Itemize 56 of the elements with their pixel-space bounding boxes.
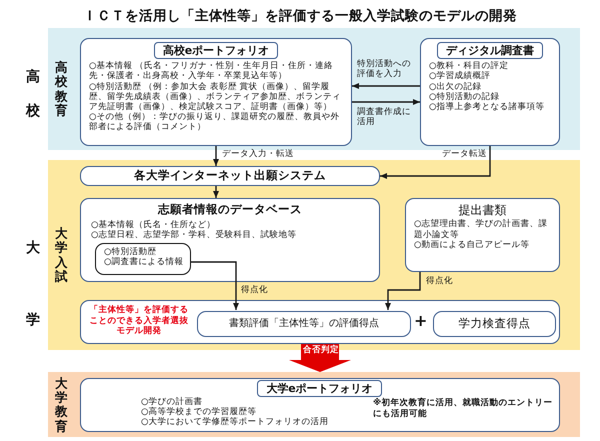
- list-item: ○基本情報（氏名・住所など）: [91, 220, 216, 230]
- edge-label: データ入力・転送: [222, 150, 294, 160]
- list-item: ○学びの計画書: [141, 397, 202, 407]
- list-item: ○特別活動歴 （例：参加大会 表彰歴 賞状（画像）、留学履歴、留学先成績表（画像）、ボランティア参加歴、ボランティア先証明書（画像）、検定試験スコア、証明書（画像）等）: [89, 82, 342, 112]
- list-item: ○調査書による情報: [104, 257, 184, 268]
- arrow: [213, 186, 219, 198]
- side-label: 大学: [26, 239, 40, 330]
- panel-text: 「主体性等」を評価することのできる入学者選抜モデル開発: [88, 305, 190, 337]
- heading-text: 提出書類: [458, 203, 506, 218]
- list-item: ○特別活動の記録: [429, 92, 500, 102]
- arrow: [352, 99, 420, 105]
- block-arrow: [289, 344, 351, 372]
- list-item: ○動画による自己アピール等: [414, 240, 530, 250]
- list-item: ○志望日程、志望学部・学科、受験科目、試験地等: [91, 230, 296, 240]
- heading-tab: ディジタル調査書: [437, 42, 543, 60]
- rounded-box: [80, 378, 560, 432]
- edge-label: 得点化: [241, 286, 268, 296]
- list-item: ○教科・科目の評定: [429, 61, 508, 72]
- title: ＩＣＴを活用し「主体性等」を評価する一般入学試験のモデルの開発: [83, 8, 517, 24]
- arrow: [352, 83, 420, 89]
- list-item: ○指導上参考となる諸事項等: [429, 102, 544, 112]
- rounded-panel: [80, 300, 560, 344]
- list-item: ○大学において学修歴等ポートフォリオの活用: [141, 417, 328, 428]
- list-item: ○志望理由書、学びの計画書、課題小論文等: [414, 219, 548, 240]
- edge-label: 得点化: [426, 277, 453, 287]
- note-text: ※初年次教育に活用、就職活動のエントリーにも活用可能: [373, 398, 553, 420]
- edge-label: データ転送: [442, 150, 487, 160]
- list-item: ○特別活動歴: [104, 247, 156, 257]
- list-item: ○出欠の記録: [429, 82, 482, 92]
- heading-text: 志願者情報のデータベース: [158, 203, 302, 217]
- arrow: [190, 261, 239, 310]
- list-item: ○高等学校までの学習履歴等: [141, 407, 256, 418]
- rounded-box: [80, 38, 352, 146]
- rounded-box: 書類評価「主体性等」の評価得点: [197, 311, 411, 337]
- band-label: 大学入試: [55, 226, 68, 284]
- edge-label: 合否判定: [303, 346, 339, 356]
- rounded-box: 学力検査得点: [433, 311, 556, 337]
- rounded-box: [80, 198, 380, 282]
- arrow: [385, 272, 421, 310]
- side-label: 高校: [26, 68, 40, 121]
- rounded-box: [95, 243, 191, 275]
- plus-sign: +: [414, 312, 428, 330]
- arrow: [380, 146, 491, 179]
- heading-tab: 高校eポートフォリオ: [154, 42, 278, 60]
- rounded-box: [420, 38, 560, 146]
- list-item: ○学習成績概評: [429, 71, 490, 82]
- arrow: [213, 146, 219, 166]
- band-label: 高校教育: [55, 60, 68, 118]
- list-item: ○基本情報 （氏名・フリガナ・性別・生年月日・住所・連絡先・保護者・出身高校・入学年・卒業見込年等）: [89, 61, 334, 82]
- section-band: [48, 372, 580, 437]
- rounded-box: 各大学インターネット出願システム: [80, 166, 380, 186]
- heading-tab: 大学eポートフォリオ: [257, 380, 382, 398]
- rounded-box: [405, 198, 560, 272]
- band-label: 大学教育: [55, 376, 68, 434]
- section-band: [48, 28, 580, 150]
- list-item: ○その他（例）：学びの振り返り、課題研究の履歴、教員や外部者による評価（コメント）: [89, 112, 340, 132]
